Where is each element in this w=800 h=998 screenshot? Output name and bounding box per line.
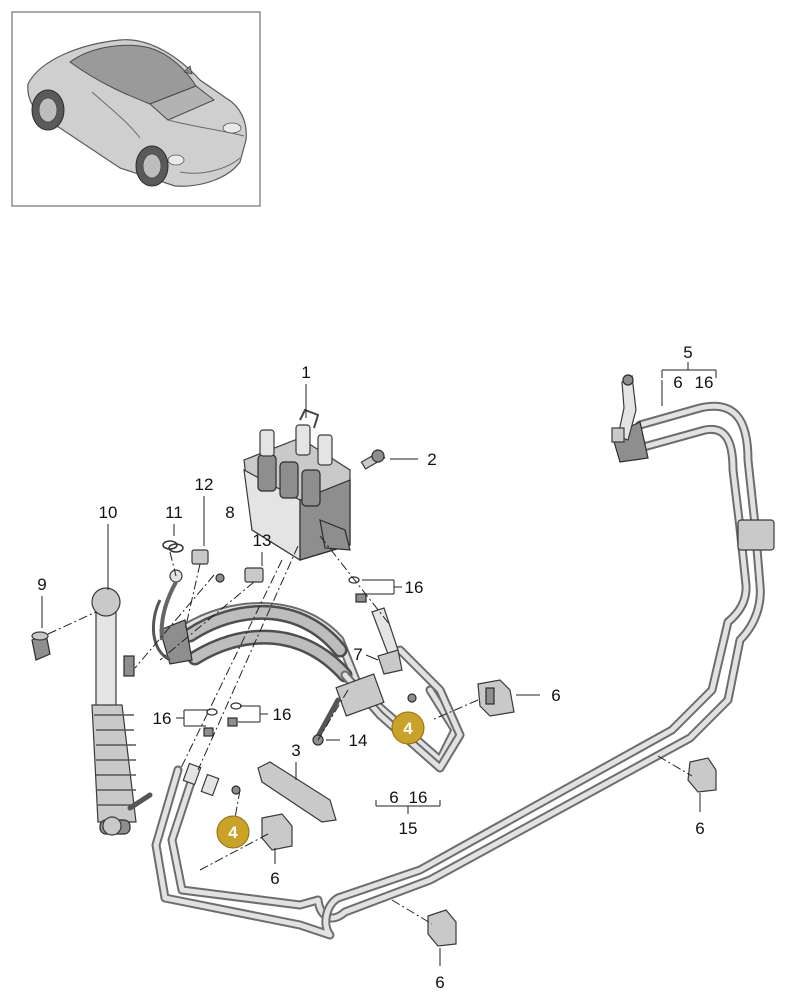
callout-7[interactable]: 7 xyxy=(353,645,362,664)
clip-rail[interactable] xyxy=(687,757,717,793)
clip-mid[interactable] xyxy=(261,813,293,851)
callout-12[interactable]: 12 xyxy=(195,475,214,494)
callout-13[interactable]: 13 xyxy=(253,531,272,550)
callout-5-sub-6[interactable]: 6 xyxy=(673,373,682,392)
clip-bottom[interactable] xyxy=(427,909,457,947)
leader-lines xyxy=(41,362,717,966)
callout-16-right[interactable]: 16 xyxy=(273,705,292,724)
callout-6-mid[interactable]: 6 xyxy=(270,869,279,888)
car-thumbnail-icon xyxy=(27,39,247,187)
callout-3[interactable]: 3 xyxy=(291,741,300,760)
bump-stop[interactable] xyxy=(31,631,51,661)
shock-absorber[interactable] xyxy=(91,587,153,836)
callout-16-top[interactable]: 16 xyxy=(405,578,424,597)
callout-15-sub-6[interactable]: 6 xyxy=(389,788,398,807)
callout-9[interactable]: 9 xyxy=(37,575,46,594)
callout-6-right[interactable]: 6 xyxy=(551,686,560,705)
svg-text:4: 4 xyxy=(403,719,413,738)
badge-4-upper[interactable]: 4 xyxy=(391,711,425,745)
clip-top-5[interactable] xyxy=(611,427,625,443)
callout-6-bottom[interactable]: 6 xyxy=(435,973,444,992)
callout-15[interactable]: 15 xyxy=(399,819,418,838)
callout-1[interactable]: 1 xyxy=(301,363,310,382)
valve-block[interactable] xyxy=(243,408,351,562)
callout-6-rail[interactable]: 6 xyxy=(695,819,704,838)
callout-15-sub-16[interactable]: 16 xyxy=(409,788,428,807)
hose-assembly xyxy=(151,569,465,773)
badge-4-lower[interactable]: 4 xyxy=(216,815,250,849)
callout-10[interactable]: 10 xyxy=(99,503,118,522)
callout-14[interactable]: 14 xyxy=(349,731,368,750)
callout-8[interactable]: 8 xyxy=(225,503,234,522)
callout-16-left[interactable]: 16 xyxy=(153,709,172,728)
car-thumbnail[interactable] xyxy=(11,11,261,207)
pipe-assembly-right xyxy=(151,374,775,940)
svg-text:4: 4 xyxy=(228,823,238,842)
callout-11[interactable]: 11 xyxy=(165,503,183,522)
callout-5-sub-16[interactable]: 16 xyxy=(695,373,714,392)
assembly-lines xyxy=(47,535,693,925)
clip-right[interactable] xyxy=(477,679,515,717)
hardware-set xyxy=(162,540,417,823)
callout-2[interactable]: 2 xyxy=(427,450,436,469)
bolt-part-2[interactable] xyxy=(360,449,386,470)
callout-labels: 1 2 3 5 6 16 6 6 6 6 7 8 9 10 11 12 13 1… xyxy=(37,343,713,992)
callout-5[interactable]: 5 xyxy=(683,343,692,362)
